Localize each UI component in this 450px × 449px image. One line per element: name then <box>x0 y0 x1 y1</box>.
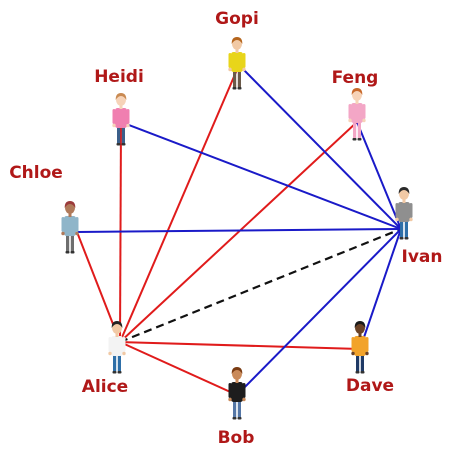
edge-ivan-chloe <box>76 228 402 233</box>
edge-ivan-bob <box>236 228 402 396</box>
person-chloe <box>61 201 79 254</box>
label-gopi: Gopi <box>215 9 259 29</box>
person-ivan <box>395 187 413 240</box>
person-gopi <box>228 37 246 90</box>
edge-alice-gopi <box>119 64 240 343</box>
edge-alice-feng <box>119 121 358 343</box>
edge-ivan-heidi <box>120 121 402 230</box>
label-dave: Dave <box>346 376 394 396</box>
edge-alice-bob <box>119 341 238 396</box>
edge-alice-ivan <box>119 227 402 344</box>
label-ivan: Ivan <box>402 247 443 267</box>
edge-alice-dave <box>119 341 361 350</box>
label-heidi: Heidi <box>94 67 144 87</box>
label-feng: Feng <box>332 68 379 88</box>
label-chloe: Chloe <box>9 163 63 183</box>
label-bob: Bob <box>218 428 255 448</box>
person-feng <box>348 88 366 141</box>
person-alice <box>108 321 126 374</box>
people-layer <box>61 37 413 420</box>
edge-ivan-feng <box>356 121 402 230</box>
person-heidi <box>112 93 130 146</box>
edges-layer <box>76 64 402 396</box>
label-alice: Alice <box>82 377 128 397</box>
edge-ivan-dave <box>359 228 402 350</box>
person-dave <box>351 321 369 374</box>
person-bob <box>228 367 246 420</box>
edge-ivan-gopi <box>238 64 402 230</box>
